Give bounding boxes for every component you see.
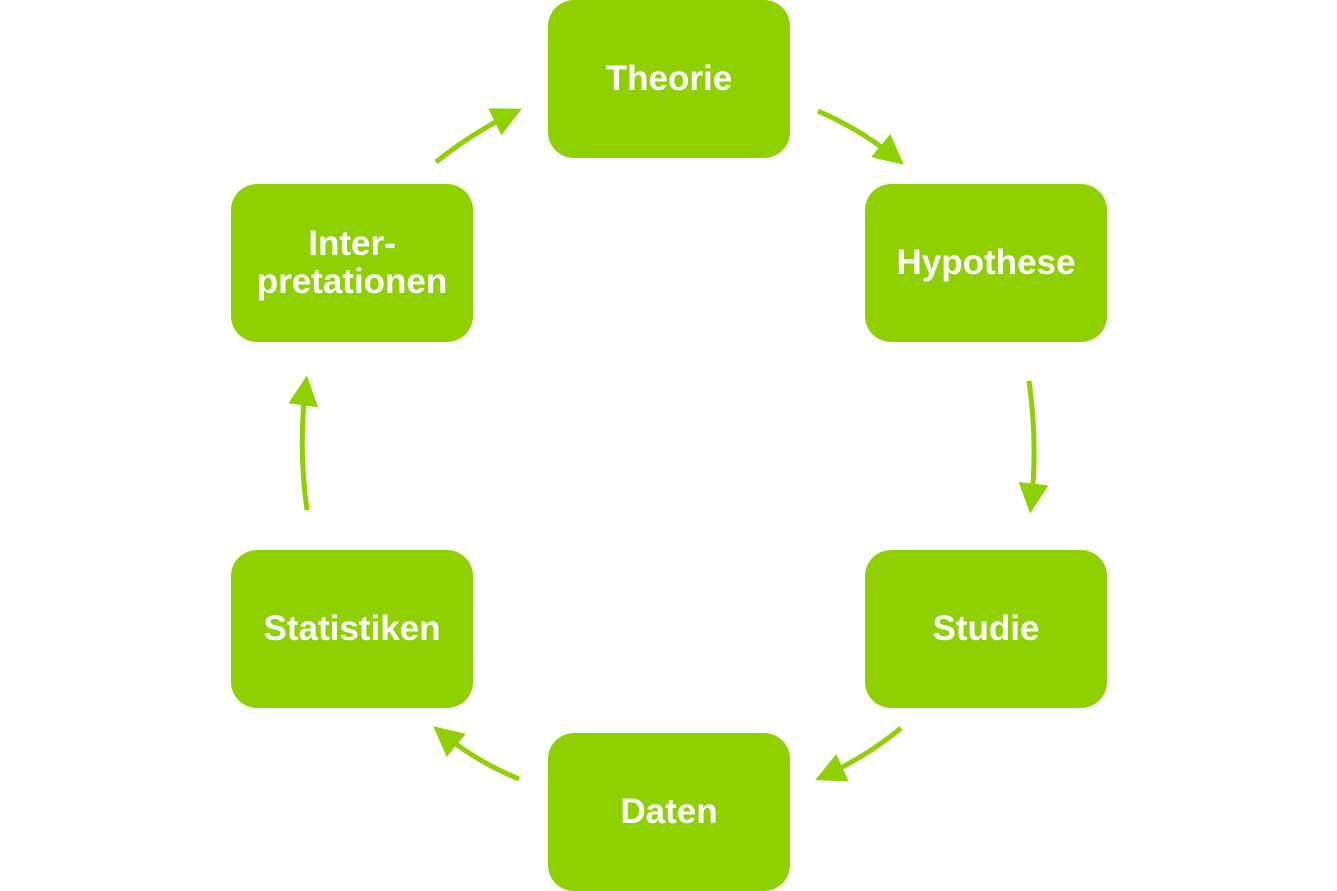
- arrow-interpretationen-to-theorie: [434, 108, 522, 164]
- node-daten: Daten: [548, 733, 790, 891]
- node-label-statistiken: Statistiken: [263, 608, 441, 648]
- node-statistiken: Statistiken: [231, 550, 473, 708]
- node-interpretationen: Inter- pretationen: [231, 184, 473, 342]
- arrow-theorie-to-hypothese: [817, 108, 904, 165]
- arrow-daten-to-statistiken: [433, 726, 520, 782]
- node-theorie: Theorie: [548, 0, 790, 158]
- node-label-hypothese: Hypothese: [896, 242, 1076, 282]
- node-hypothese: Hypothese: [865, 184, 1107, 342]
- node-label-theorie: Theorie: [605, 58, 733, 98]
- node-label-interpretationen: Inter- pretationen: [256, 223, 448, 301]
- node-label-daten: Daten: [620, 791, 718, 831]
- arrow-hypothese-to-studie: [1018, 380, 1049, 514]
- arrow-statistiken-to-interpretationen: [288, 375, 319, 511]
- arrow-studie-to-daten: [815, 726, 903, 782]
- node-studie: Studie: [865, 550, 1107, 708]
- node-label-studie: Studie: [932, 608, 1040, 648]
